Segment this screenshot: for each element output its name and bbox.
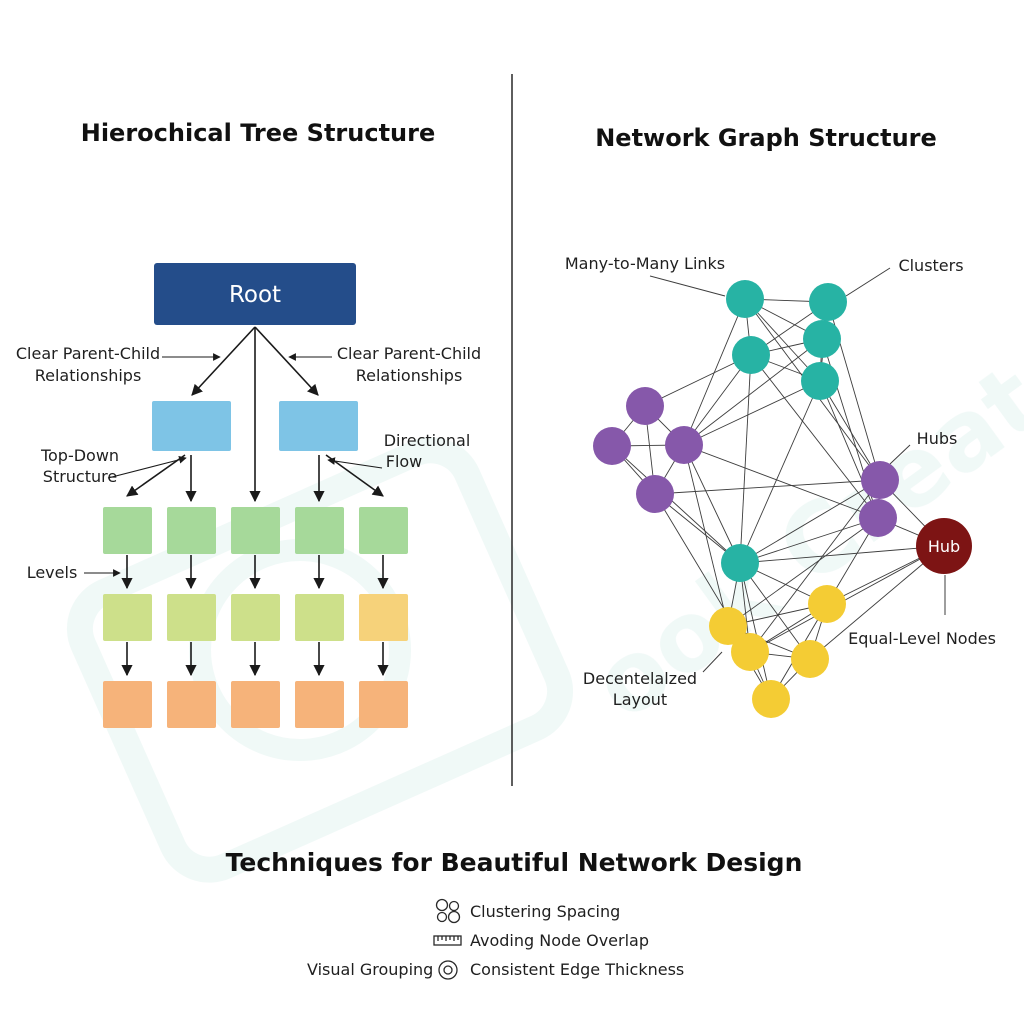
network-nodes: Hub bbox=[593, 280, 972, 718]
tree-node-level3 bbox=[103, 594, 152, 641]
annotation-top-down-1: Top-Down bbox=[40, 446, 119, 465]
hub-node bbox=[916, 518, 972, 574]
tree-node-level4 bbox=[103, 681, 152, 728]
network-node-purple bbox=[859, 499, 897, 537]
network-node-teal bbox=[801, 362, 839, 400]
tree-node-level4 bbox=[231, 681, 280, 728]
technique-overlap: Avoding Node Overlap bbox=[470, 931, 649, 950]
network-node-yellow bbox=[731, 633, 769, 671]
tree-node-level1 bbox=[152, 401, 231, 451]
network-node-purple bbox=[665, 426, 703, 464]
annotation-equal-level: Equal-Level Nodes bbox=[848, 629, 996, 648]
clustering-icon bbox=[435, 898, 461, 924]
tree-nodes: Root bbox=[103, 263, 408, 728]
annotation-levels: Levels bbox=[27, 563, 78, 582]
network-node-teal bbox=[809, 283, 847, 321]
tree-node-level2 bbox=[359, 507, 408, 554]
tree-node-level3 bbox=[359, 594, 408, 641]
network-node-yellow bbox=[752, 680, 790, 718]
network-node-purple bbox=[626, 387, 664, 425]
annotation-parent-child-right-2: Relationships bbox=[356, 366, 463, 385]
network-node-teal bbox=[732, 336, 770, 374]
annotation-many-to-many: Many-to-Many Links bbox=[565, 254, 725, 273]
root-node bbox=[154, 263, 356, 325]
network-node-purple bbox=[636, 475, 674, 513]
technique-clustering: Clustering Spacing bbox=[470, 902, 620, 921]
network-node-yellow bbox=[709, 607, 747, 645]
network-node-purple bbox=[861, 461, 899, 499]
ruler-icon bbox=[433, 935, 462, 946]
annotation-directional-1: Directional bbox=[384, 431, 471, 450]
tree-node-level2 bbox=[295, 507, 344, 554]
tree-edges bbox=[121, 326, 389, 677]
footer-title: Techniques for Beautiful Network Design bbox=[226, 848, 803, 877]
annotation-parent-child-left-2: Relationships bbox=[35, 366, 142, 385]
root-label: Root bbox=[229, 282, 281, 308]
network-node-teal bbox=[803, 320, 841, 358]
annotation-hubs: Hubs bbox=[917, 429, 958, 448]
footer-techniques: Clustering Spacing Avoding Node Overlap … bbox=[307, 898, 684, 980]
tree-annotations: Clear Parent-Child Relationships Clear P… bbox=[16, 344, 481, 582]
annotation-decentralized-2: Layout bbox=[613, 690, 667, 709]
tree-node-level2 bbox=[231, 507, 280, 554]
hub-label: Hub bbox=[928, 537, 960, 556]
network-node-teal bbox=[726, 280, 764, 318]
tree-node-level3 bbox=[295, 594, 344, 641]
network-node-purple bbox=[593, 427, 631, 465]
annotation-directional-2: Flow bbox=[386, 452, 423, 471]
network-leaders bbox=[649, 267, 946, 673]
annotation-decentralized-1: Decentelalzed bbox=[583, 669, 697, 688]
technique-grouping: Visual Grouping bbox=[307, 960, 433, 979]
tree-node-level4 bbox=[295, 681, 344, 728]
tree-node-level3 bbox=[167, 594, 216, 641]
tree-node-level4 bbox=[167, 681, 216, 728]
annotation-clusters: Clusters bbox=[898, 256, 963, 275]
network-node-yellow bbox=[808, 585, 846, 623]
watermark: ook Creator bbox=[66, 277, 1024, 883]
technique-edge: Consistent Edge Thickness bbox=[470, 960, 684, 979]
tree-title: Hierochical Tree Structure bbox=[81, 119, 436, 147]
target-icon bbox=[438, 960, 458, 980]
tree-node-level2 bbox=[167, 507, 216, 554]
tree-node-level2 bbox=[103, 507, 152, 554]
tree-node-level1 bbox=[279, 401, 358, 451]
network-node-teal bbox=[721, 544, 759, 582]
network-node-yellow bbox=[791, 640, 829, 678]
network-annotations: Many-to-Many Links Clusters Hubs Equal-L… bbox=[565, 254, 996, 709]
annotation-parent-child-right-1: Clear Parent-Child bbox=[337, 344, 481, 363]
annotation-top-down-2: Structure bbox=[43, 467, 117, 486]
network-title: Network Graph Structure bbox=[595, 124, 937, 152]
tree-node-level3 bbox=[231, 594, 280, 641]
annotation-parent-child-left-1: Clear Parent-Child bbox=[16, 344, 160, 363]
tree-node-level4 bbox=[359, 681, 408, 728]
